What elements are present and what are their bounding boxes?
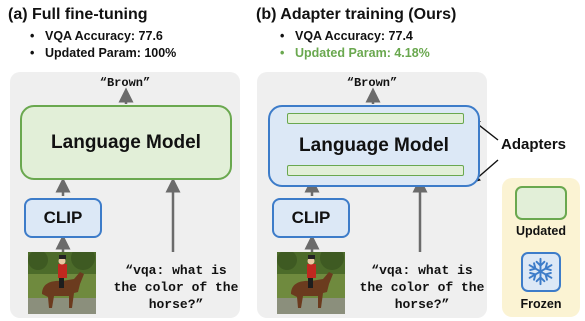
left-title: (a) Full fine-tuning [8, 6, 148, 23]
right-title: (b) Adapter training (Ours) [256, 6, 457, 23]
left-output-text: “Brown” [99, 76, 151, 90]
adapter-bottom [287, 165, 464, 176]
left-language-model-label: Language Model [51, 131, 201, 153]
legend-updated-label: Updated [516, 224, 566, 238]
snowflake-icon [528, 257, 553, 286]
right-bullets: •VQA Accuracy: 77.4 •Updated Param: 4.18… [280, 28, 430, 62]
left-bullet-params: •Updated Param: 100% [30, 46, 177, 60]
right-bullet-accuracy: •VQA Accuracy: 77.4 [280, 29, 413, 43]
left-question-text: “vqa: what is the color of the horse?” [113, 263, 239, 312]
left-bullets: •VQA Accuracy: 77.6 •Updated Param: 100% [30, 28, 176, 62]
left-language-model: Language Model [20, 105, 232, 180]
right-horse-rider-photo [277, 252, 345, 314]
left-clip-encoder: CLIP [24, 198, 102, 238]
legend-updated-swatch [515, 186, 567, 220]
right-clip-encoder: CLIP [272, 198, 350, 238]
right-bullet-params: •Updated Param: 4.18% [280, 46, 430, 60]
right-output-text: “Brown” [346, 76, 398, 90]
adapter-top [287, 113, 464, 124]
right-clip-label: CLIP [291, 208, 331, 227]
legend-frozen-swatch [521, 252, 561, 292]
legend-frozen-label: Frozen [520, 297, 562, 311]
left-horse-rider-photo [28, 252, 96, 314]
right-question-text: “vqa: what is the color of the horse?” [359, 263, 485, 312]
left-bullet-accuracy: •VQA Accuracy: 77.6 [30, 29, 163, 43]
right-language-model-label: Language Model [299, 135, 449, 156]
adapters-label: Adapters [501, 136, 567, 153]
left-clip-label: CLIP [43, 208, 83, 227]
